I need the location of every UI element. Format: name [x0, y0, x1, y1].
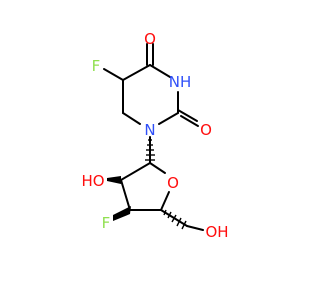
bond-o-c1p: [149, 162, 166, 174]
bond-c1p-c2p: [120, 162, 151, 181]
molecule-canvas: O NH O N F HO O F OH: [81, 30, 228, 241]
wedge-c3p-f: [113, 206, 131, 221]
bond-n1-c6: [122, 112, 141, 125]
hash-c4p-c5p: [163, 209, 187, 230]
hash-n1-c1p: [145, 139, 155, 161]
atom-o-carbonyl-top: O: [144, 30, 156, 48]
wedge-c2p-oh: [107, 176, 121, 184]
atom-f-ring: F: [92, 57, 101, 75]
atom-o-carbonyl-right: O: [200, 121, 212, 139]
bond-c5-c4: [122, 64, 151, 81]
bond-c2p-c3p: [120, 179, 131, 211]
atom-n1: N: [144, 121, 155, 139]
bond-c2-o-a: [177, 109, 198, 122]
atom-labels: O NH O N F HO O F OH: [81, 30, 228, 241]
stereo-wedges: [107, 139, 187, 230]
structure-diagram: O NH O N F HO O F OH: [81, 30, 228, 241]
bond-c2-n1: [158, 112, 179, 125]
atom-f-sugar: F: [102, 214, 111, 232]
atom-oh-terminal: OH: [205, 223, 228, 241]
atom-nh: NH: [169, 73, 192, 91]
bond-c4p-o: [160, 191, 170, 211]
bond-c5p-oh: [186, 225, 204, 231]
bond-c5-f: [103, 68, 124, 81]
bond-c4-n3: [149, 64, 171, 78]
atom-o-sugar-ring: O: [167, 174, 179, 192]
atom-ho-sugar: HO: [81, 172, 104, 190]
bond-c2-o-b: [180, 115, 199, 127]
